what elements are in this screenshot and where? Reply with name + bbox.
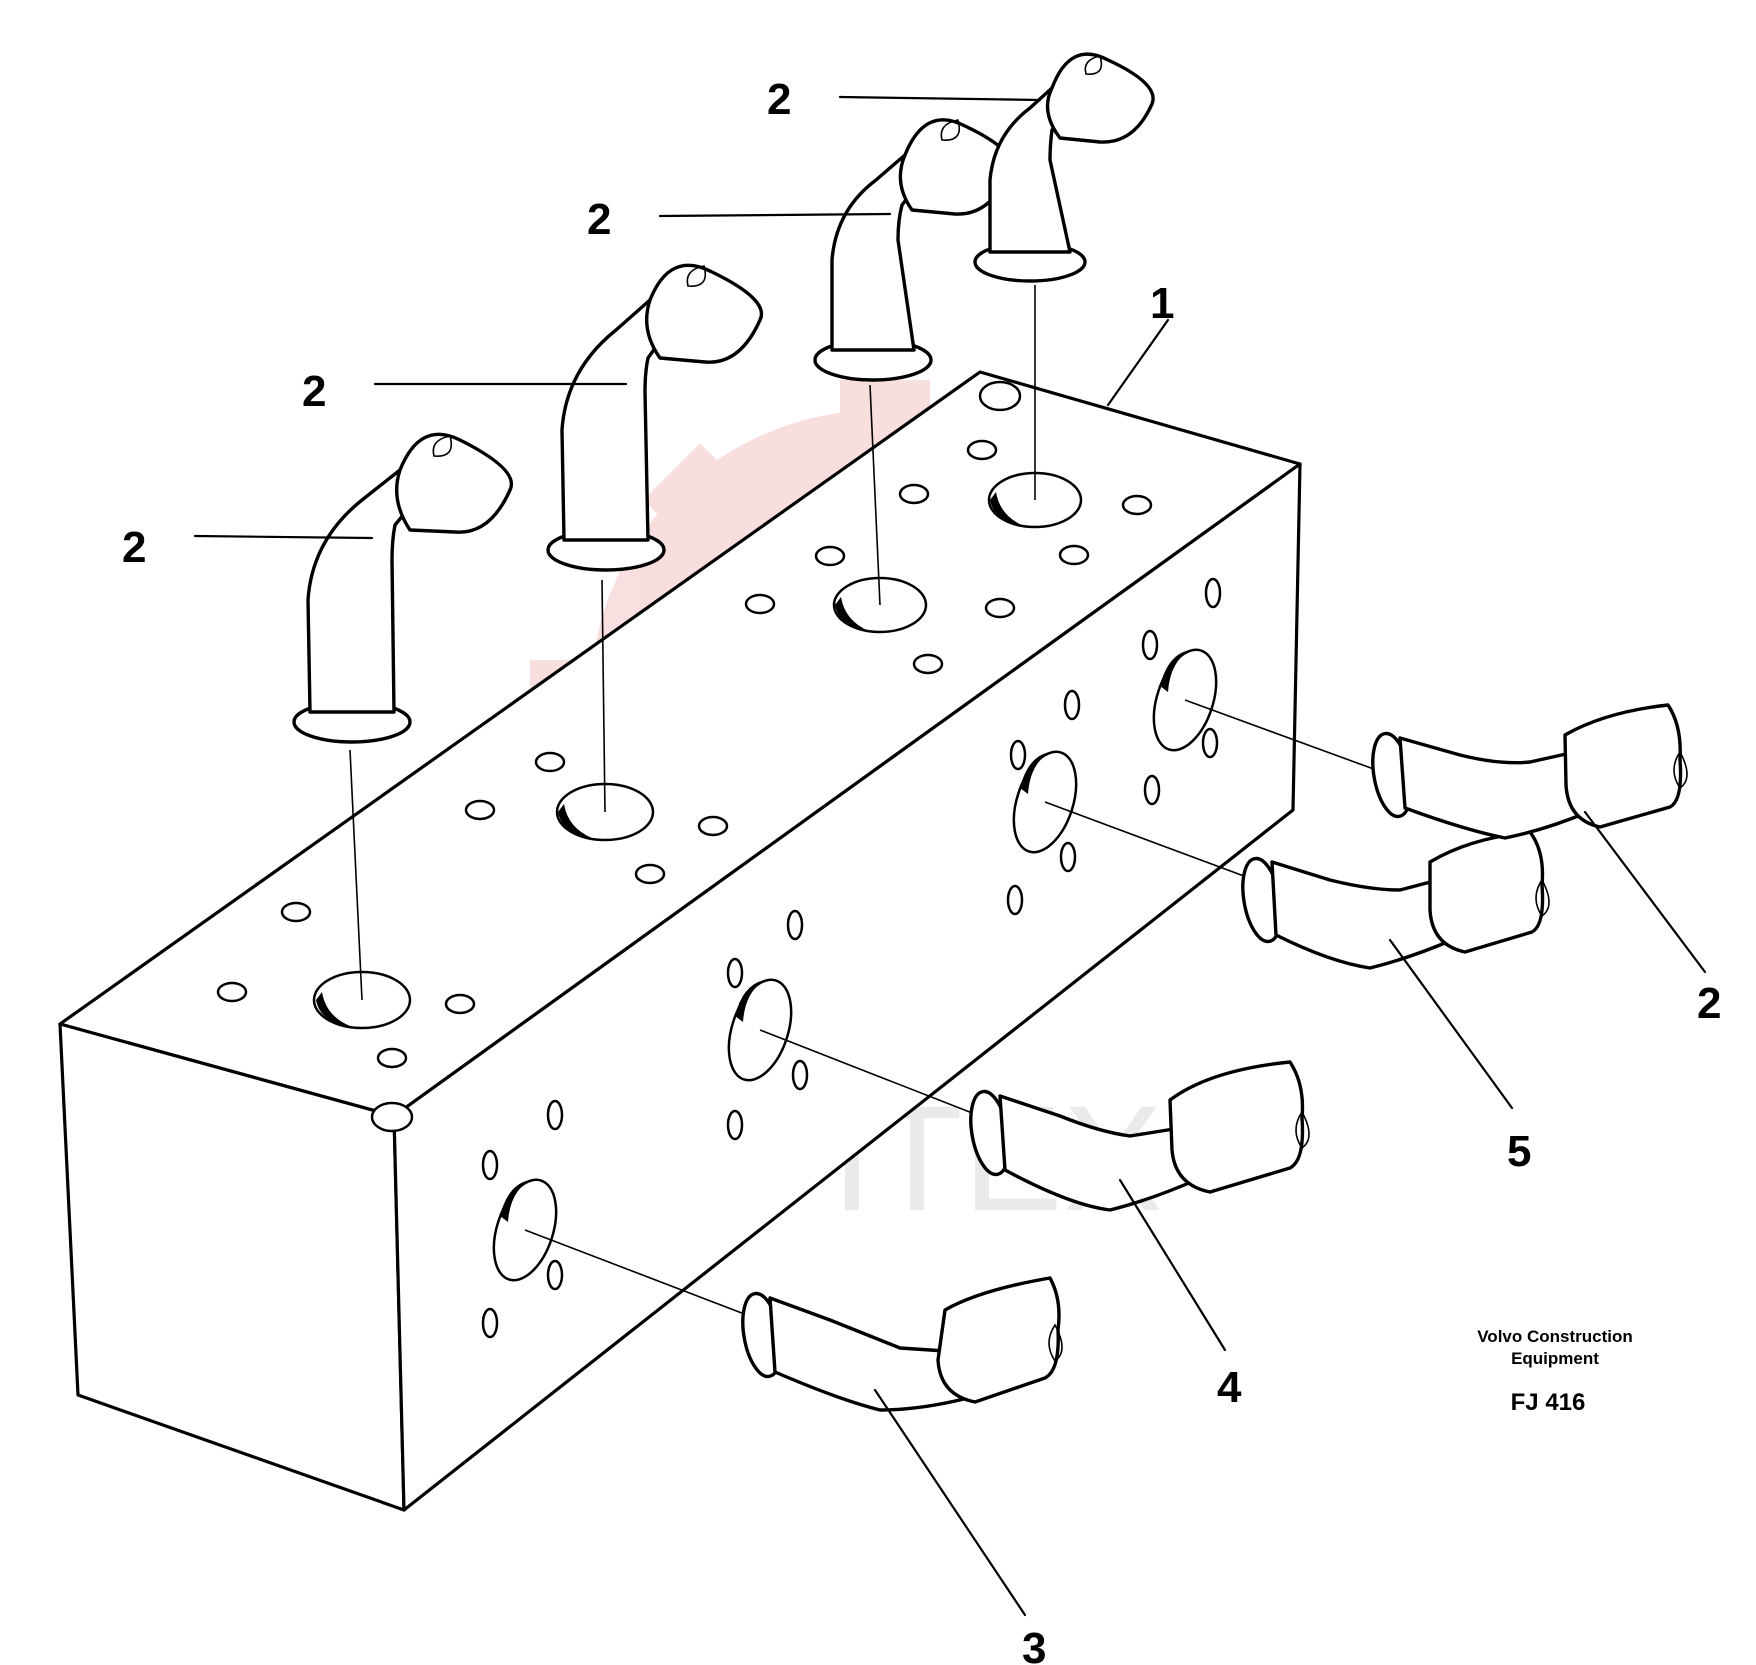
callout-part-2-a: 2: [122, 523, 146, 572]
side-pipe-5: [1241, 830, 1550, 970]
side-pipe-4: [969, 1060, 1310, 1212]
callout-part-2-e: 2: [1697, 979, 1721, 1028]
top-pipe-3: [813, 118, 1014, 382]
side-pipe-3: [741, 1276, 1063, 1412]
top-pipe-1: [292, 432, 513, 744]
callout-part-5: 5: [1507, 1127, 1531, 1176]
top-pipe-4: [973, 52, 1155, 283]
callout-labels: 2 2 2 2 1 2 5 4 3: [122, 75, 1721, 1665]
callout-part-2-c: 2: [587, 195, 611, 244]
side-pipe-2: [1371, 703, 1688, 840]
callout-part-1: 1: [1150, 279, 1174, 328]
top-pipe-2: [546, 263, 764, 572]
valve-block: [58, 370, 1302, 1512]
callout-part-3: 3: [1022, 1624, 1046, 1665]
port-center-lines: [349, 285, 1391, 1321]
caption: Volvo Construction Equipment FJ 416: [1477, 1327, 1633, 1416]
side-face-ports: [481, 577, 1222, 1339]
callout-part-2-d: 2: [767, 75, 791, 124]
caption-brand-line1: Volvo Construction: [1477, 1327, 1633, 1346]
caption-brand-line2: Equipment: [1511, 1349, 1599, 1368]
callout-part-4: 4: [1217, 1363, 1242, 1412]
callout-leaders: [193, 95, 1707, 1617]
caption-figure-code: FJ 416: [1511, 1389, 1586, 1416]
callout-part-2-b: 2: [302, 367, 326, 416]
